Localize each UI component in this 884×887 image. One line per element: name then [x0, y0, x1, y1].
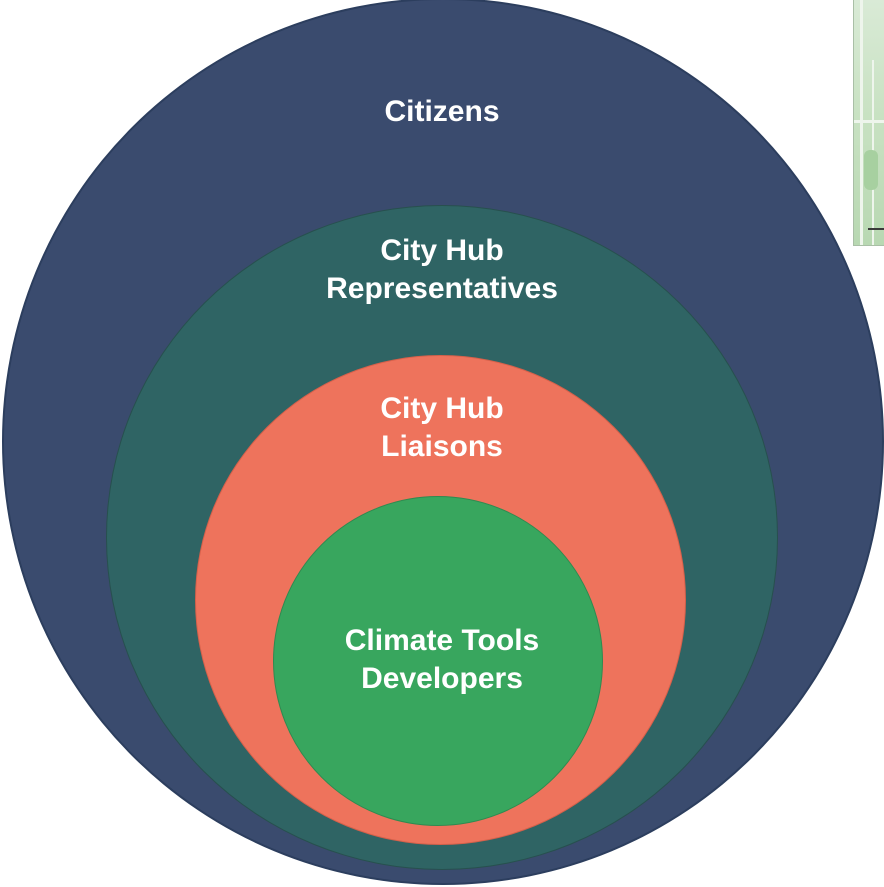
map-park-icon	[864, 150, 878, 190]
map-scale-icon	[868, 228, 884, 230]
developers-label-line1: Climate Tools	[344, 624, 540, 657]
liaisons-label-line1: City Hub	[380, 392, 504, 425]
developers-circle	[273, 496, 603, 826]
map-thumbnail-icon	[853, 0, 884, 246]
developers-label: Climate Tools Developers	[0, 622, 884, 698]
representatives-label-line1: City Hub	[380, 234, 504, 267]
citizens-label-text: Citizens	[384, 95, 500, 128]
citizens-label: Citizens	[0, 93, 884, 131]
liaisons-label: City Hub Liaisons	[0, 390, 884, 466]
representatives-label: City Hub Representatives	[0, 232, 884, 308]
developers-label-line2: Developers	[361, 662, 523, 695]
map-road-icon	[854, 120, 884, 123]
map-road-icon	[860, 0, 863, 245]
representatives-label-line2: Representatives	[326, 272, 558, 305]
liaisons-label-line2: Liaisons	[381, 430, 503, 463]
